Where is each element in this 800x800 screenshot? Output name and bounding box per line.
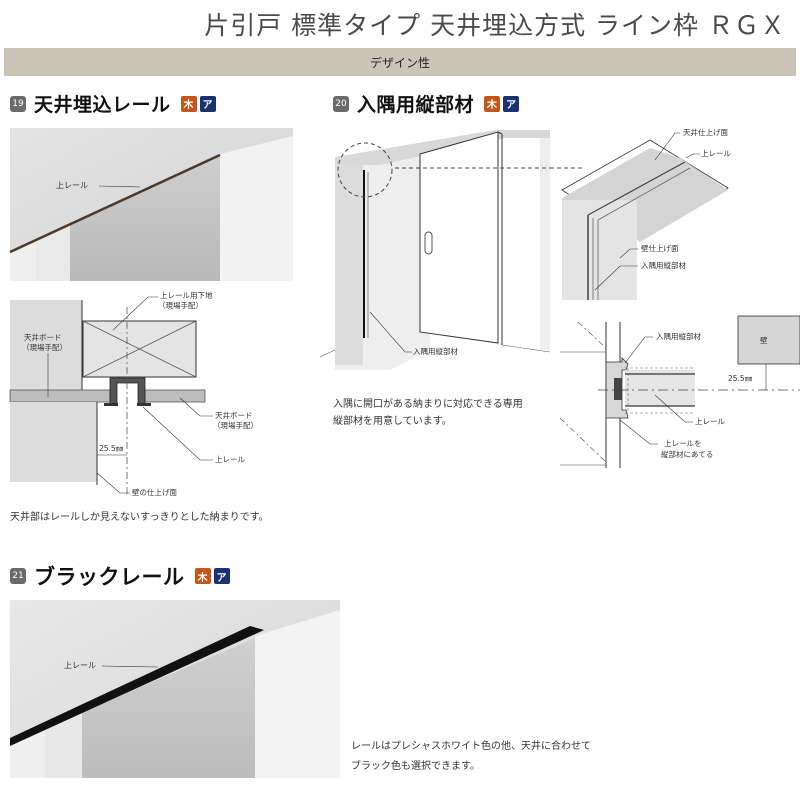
wood-badge-icon: 木 (194, 568, 211, 584)
wood-badge-icon: 木 (180, 95, 197, 112)
section-20-header: 20 入隅用縦部材 木 ア (333, 90, 520, 117)
band-label: デザイン性 (369, 55, 430, 70)
section-title: 入隅用縦部材 (357, 94, 475, 116)
alu-badge-icon: ア (213, 568, 230, 584)
section-21-caption-line2: ブラック色も選択できます。 (351, 761, 480, 772)
section-21-caption-line1: レールはプレシャスホワイト色の他、天井に合わせて (351, 741, 591, 752)
label-dimension: 25.5㎜ (728, 374, 753, 383)
label-upper-rail: 上レール (215, 455, 245, 464)
alu-badge-icon: ア (199, 95, 216, 112)
label-rail-base: 上レール用下地 (160, 291, 213, 300)
label-wall: 壁 (760, 336, 768, 345)
label-upper-rail: 上レール (701, 149, 731, 158)
section-number-badge: 20 (333, 95, 349, 112)
door-perspective-drawing (319, 130, 551, 370)
section-drawing (9, 296, 213, 495)
label-corner-vertical-member: 入隅用縦部材 (656, 332, 701, 341)
black-rail-photo: 上レール (10, 600, 340, 778)
label-abut-line2: 縦部材にあてる (661, 450, 714, 459)
section-title: ブラックレール (34, 565, 185, 589)
label-ceiling-board-left: 天井ボード (24, 333, 62, 342)
black-rail-photo-graphic (10, 600, 340, 778)
label-upper-rail: 上レール (695, 417, 725, 426)
label-ceiling-finish: 天井仕上げ面 (683, 128, 728, 137)
label-ceiling-board-right: 天井ボード (215, 411, 253, 420)
label-wall-finish: 壁の仕上げ面 (132, 488, 177, 497)
section-19-caption: 天井部はレールしか見えないすっきりとした納まりです。 (10, 512, 269, 523)
ceiling-rail-photo-graphic (9, 128, 293, 281)
label-dimension: 25.5㎜ (99, 444, 124, 453)
section-21-header: 21 ブラックレール 木 ア (10, 561, 230, 591)
label-corner-vertical-member: 入隅用縦部材 (641, 261, 686, 270)
wood-badge-icon: 木 (484, 95, 501, 112)
label-abut-line1: 上レールを (664, 439, 702, 448)
label-ceiling-board-left-note: （現場手配） (22, 343, 67, 352)
section-19-header: 19 天井埋込レール 木 ア (10, 90, 216, 117)
corner-plan-section: 入隅用縦部材 壁 25.5㎜ 上レール 上レールを 縦部材にあてる (550, 300, 800, 475)
alu-badge-icon: ア (503, 95, 520, 112)
plan-section-drawing (559, 315, 800, 468)
corner-detail-perspective: 天井仕上げ面 上レール 壁仕上げ面 入隅用縦部材 (550, 120, 800, 300)
label-corner-vertical-member: 入隅用縦部材 (413, 347, 458, 356)
section-title: 天井埋込レール (34, 94, 171, 116)
label-wall-finish: 壁仕上げ面 (641, 244, 679, 253)
page-title: 片引戸 標準タイプ 天井埋込方式 ライン枠 ＲＧＸ (204, 11, 786, 40)
photo-label-upper-rail: 上レール (56, 181, 88, 190)
section-20-caption-line1: 入隅に開口がある納まりに対応できる専用 (333, 399, 523, 410)
section-20-caption-line2: 縦部材を用意しています。 (333, 416, 452, 427)
corner-detail-drawing (550, 132, 729, 300)
ceiling-rail-section-diagram: 上レール用下地 （現場手配） 天井ボード （現場手配） 天井ボード （現場手配）… (0, 285, 300, 505)
section-number-badge: 19 (10, 95, 26, 112)
label-rail-base-note: （現場手配） (158, 301, 203, 310)
photo-label-upper-rail: 上レール (64, 661, 96, 670)
label-ceiling-board-right-note: （現場手配） (213, 421, 258, 430)
ceiling-rail-photo: 上レール (9, 128, 293, 281)
section-band: デザイン性 (4, 48, 796, 76)
corner-door-perspective: 入隅用縦部材 (319, 120, 551, 370)
section-number-badge: 21 (10, 568, 26, 584)
